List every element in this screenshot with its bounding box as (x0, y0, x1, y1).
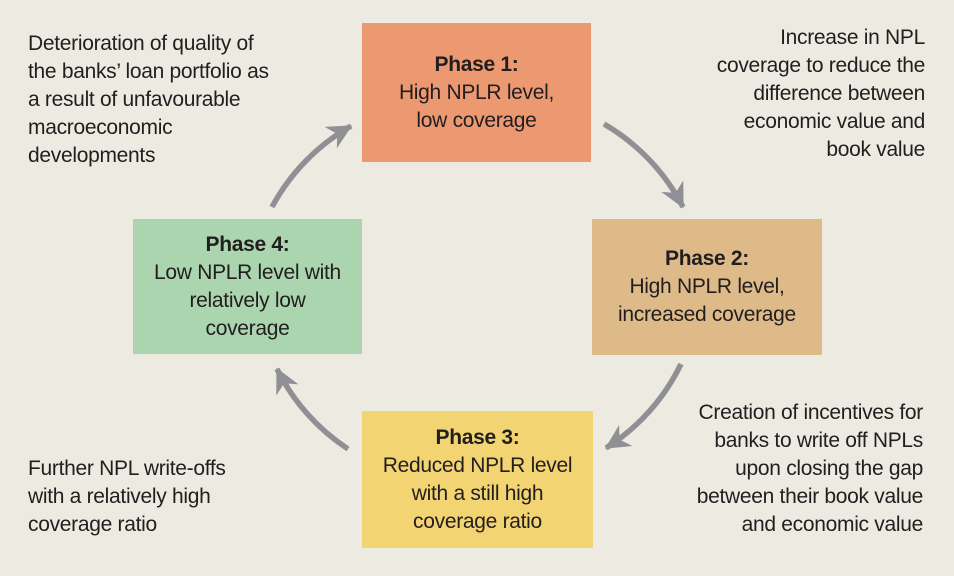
phase2-line: increased coverage (618, 303, 796, 326)
annotation-line: a result of unfavourable (28, 88, 241, 111)
phase1-box: Phase 1: High NPLR level, low coverage (362, 23, 591, 162)
phase3-title: Phase 3: (435, 425, 520, 449)
arrow-phase4-to-phase1-icon (269, 123, 353, 209)
annotation-line: book value (826, 138, 925, 161)
annotation-line: macroeconomic (28, 116, 173, 139)
annotation-line: Increase in NPL (780, 26, 925, 49)
annotation-top-right: Increase in NPL coverage to reduce the d… (716, 24, 926, 164)
annotation-line: economic value and (743, 110, 926, 133)
annotation-line: coverage to reduce the (716, 54, 926, 77)
annotation-line: Creation of incentives for (698, 401, 924, 424)
phase3-line: with a still high (411, 481, 544, 505)
annotation-line: the banks’ loan portfolio as (28, 60, 269, 83)
phase1-title: Phase 1: (434, 52, 519, 76)
arrow-phase2-to-phase3-icon (604, 362, 684, 451)
phase4-box: Phase 4: Low NPLR level with relatively … (133, 219, 362, 354)
phase4-line: Low NPLR level with (154, 260, 341, 284)
annotation-line: difference between (753, 82, 925, 105)
annotation-top-left: Deterioration of quality of the banks’ l… (28, 30, 269, 170)
phase3-line: coverage ratio (413, 509, 542, 533)
annotation-line: with a relatively high (28, 485, 211, 508)
phase4-line: relatively low (189, 288, 306, 312)
phase1-line: low coverage (416, 108, 537, 132)
phase2-box: Phase 2: High NPLR level, increased cove… (592, 219, 822, 355)
annotation-line: and economic value (741, 513, 924, 536)
arrow-phase3-to-phase4-icon (274, 367, 350, 452)
annotation-bottom-left: Further NPL write-offs with a relatively… (28, 455, 226, 539)
annotation-line: banks to write off NPLs (714, 429, 923, 452)
arrow-phase1-to-phase2-icon (602, 121, 686, 209)
phase3-box: Phase 3: Reduced NPLR level with a still… (362, 411, 593, 548)
annotation-bottom-right: Creation of incentives for banks to writ… (696, 399, 924, 539)
annotation-line: Further NPL write-offs (28, 457, 226, 480)
phase3-line: Reduced NPLR level (382, 453, 573, 477)
phase1-line: High NPLR level, (398, 80, 555, 104)
phase4-line: coverage (205, 316, 290, 340)
annotation-line: upon closing the gap (735, 457, 923, 480)
annotation-line: coverage ratio (28, 513, 157, 536)
phase4-title: Phase 4: (205, 232, 290, 256)
phase2-line: High NPLR level, (629, 275, 785, 298)
annotation-line: developments (28, 144, 156, 167)
annotation-line: Deterioration of quality of (28, 32, 254, 55)
phase2-title: Phase 2: (665, 247, 749, 270)
annotation-line: between their book value (696, 485, 924, 508)
